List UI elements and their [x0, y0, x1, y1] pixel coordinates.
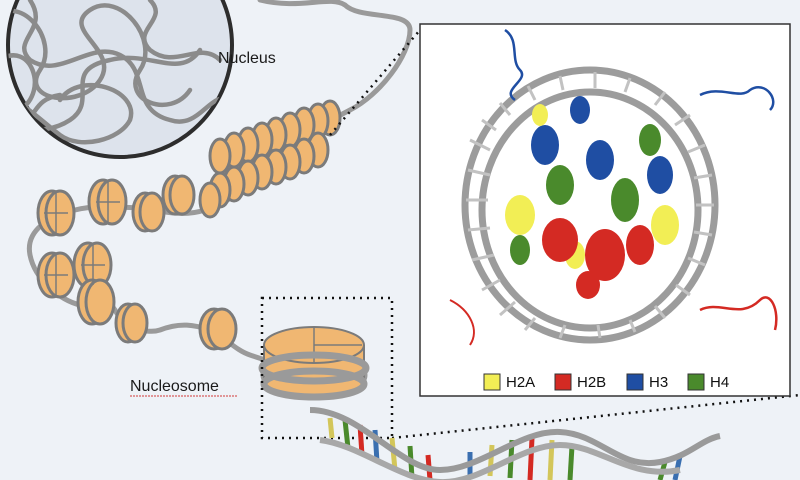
histone-h3-tail-top [504, 28, 524, 102]
nucleus [6, 0, 234, 159]
legend: H2A H2B H3 H4 [483, 373, 729, 391]
nucleosome-dna-ribbon [461, 66, 719, 344]
legend-label-h2b: H2B [577, 374, 606, 391]
histone-h2a [505, 104, 679, 269]
legend-label-h4: H4 [710, 374, 729, 391]
nucleosome-detail [258, 326, 370, 401]
histone-h2b-tail-left [449, 299, 475, 346]
legend-swatch-h2b [554, 373, 572, 391]
histone-h2b-tail [699, 296, 778, 331]
beads-on-string [36, 174, 238, 351]
dna-helix [309, 407, 721, 480]
histone-h4 [510, 124, 661, 265]
histone-h2b [542, 218, 654, 299]
legend-label-h3: H3 [649, 374, 668, 391]
legend-swatch-h2a [483, 373, 501, 391]
structure-panel: H2A H2B H3 H4 [419, 23, 791, 397]
dna-rungs [466, 72, 714, 339]
nucleus-label: Nucleus [218, 50, 276, 67]
legend-swatch-h4 [687, 373, 705, 391]
zoom-box [260, 296, 394, 440]
legend-label-h2a: H2A [506, 374, 535, 391]
histone-h3 [531, 96, 673, 194]
legend-swatch-h3 [626, 373, 644, 391]
chromatin-fiber [198, 99, 342, 219]
nucleosome-label: Nucleosome [130, 378, 219, 395]
leader-line-bottom [391, 393, 800, 440]
histone-h3-tail-right [699, 86, 775, 111]
